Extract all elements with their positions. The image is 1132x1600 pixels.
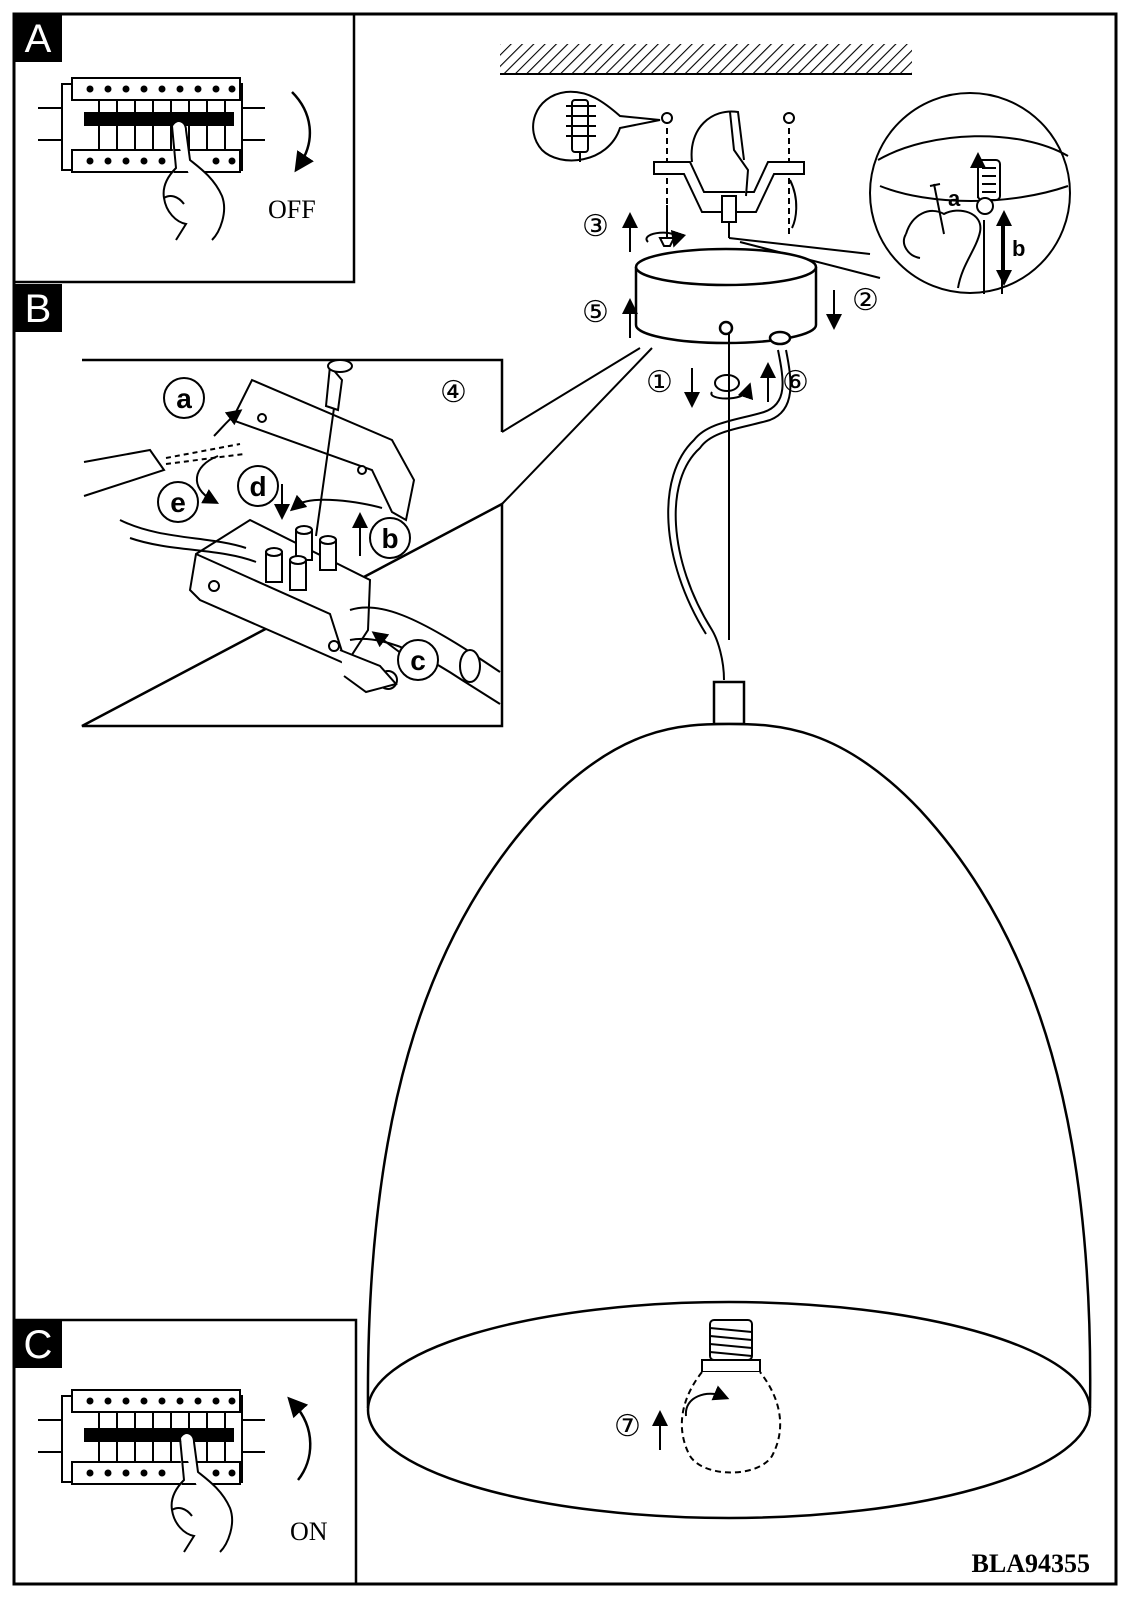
step-6-label: ⑥ <box>782 366 809 399</box>
step-4-label: ④ <box>440 376 467 409</box>
step-5-label: ⑤ <box>582 296 609 329</box>
circuit-breaker-icon <box>38 1390 265 1484</box>
inset-label-b: b <box>370 518 410 558</box>
panel-a-switch-label: OFF <box>268 195 316 224</box>
terminal-detail-bubble <box>870 93 1070 294</box>
inset-label-a-text: a <box>176 383 192 414</box>
inset-label-b-text: b <box>381 523 398 554</box>
step-3-label: ③ <box>582 210 609 243</box>
inset-leader-bottom <box>502 348 652 504</box>
screw-icon <box>660 205 674 246</box>
step-1-label: ① <box>646 366 673 399</box>
inset-label-a: a <box>164 378 204 418</box>
ceiling-hatch <box>500 44 912 74</box>
off-arrow-icon <box>292 92 310 164</box>
panel-c: C ON <box>14 1320 356 1584</box>
panel-b-letter: B <box>25 287 52 331</box>
inset-leader-top <box>502 348 640 432</box>
step-7-label: ⑦ <box>614 1410 641 1443</box>
ceiling-canopy <box>636 249 816 344</box>
inset-label-e: e <box>158 482 198 522</box>
inset-label-d-text: d <box>249 471 266 502</box>
inset-label-e-text: e <box>170 487 186 518</box>
on-arrow-icon <box>294 1404 310 1480</box>
panel-c-switch-label: ON <box>290 1517 328 1546</box>
detail-label-a: a <box>948 186 961 211</box>
wall-plug-icon <box>533 92 660 162</box>
suspension <box>668 334 790 724</box>
panel-a: A OFF <box>14 14 354 282</box>
inset-label-c: c <box>398 640 438 680</box>
terminal-block-drawing <box>84 360 500 704</box>
step-2-label: ② <box>852 284 879 317</box>
panel-c-letter: C <box>24 1323 53 1367</box>
model-code: BLA94355 <box>972 1549 1090 1578</box>
circuit-breaker-icon <box>38 78 265 172</box>
panel-b: B <box>14 284 62 332</box>
panel-a-letter: A <box>25 17 52 61</box>
inset-label-d: d <box>238 466 278 506</box>
inset-label-c-text: c <box>410 645 426 676</box>
detail-label-b: b <box>1012 236 1025 261</box>
